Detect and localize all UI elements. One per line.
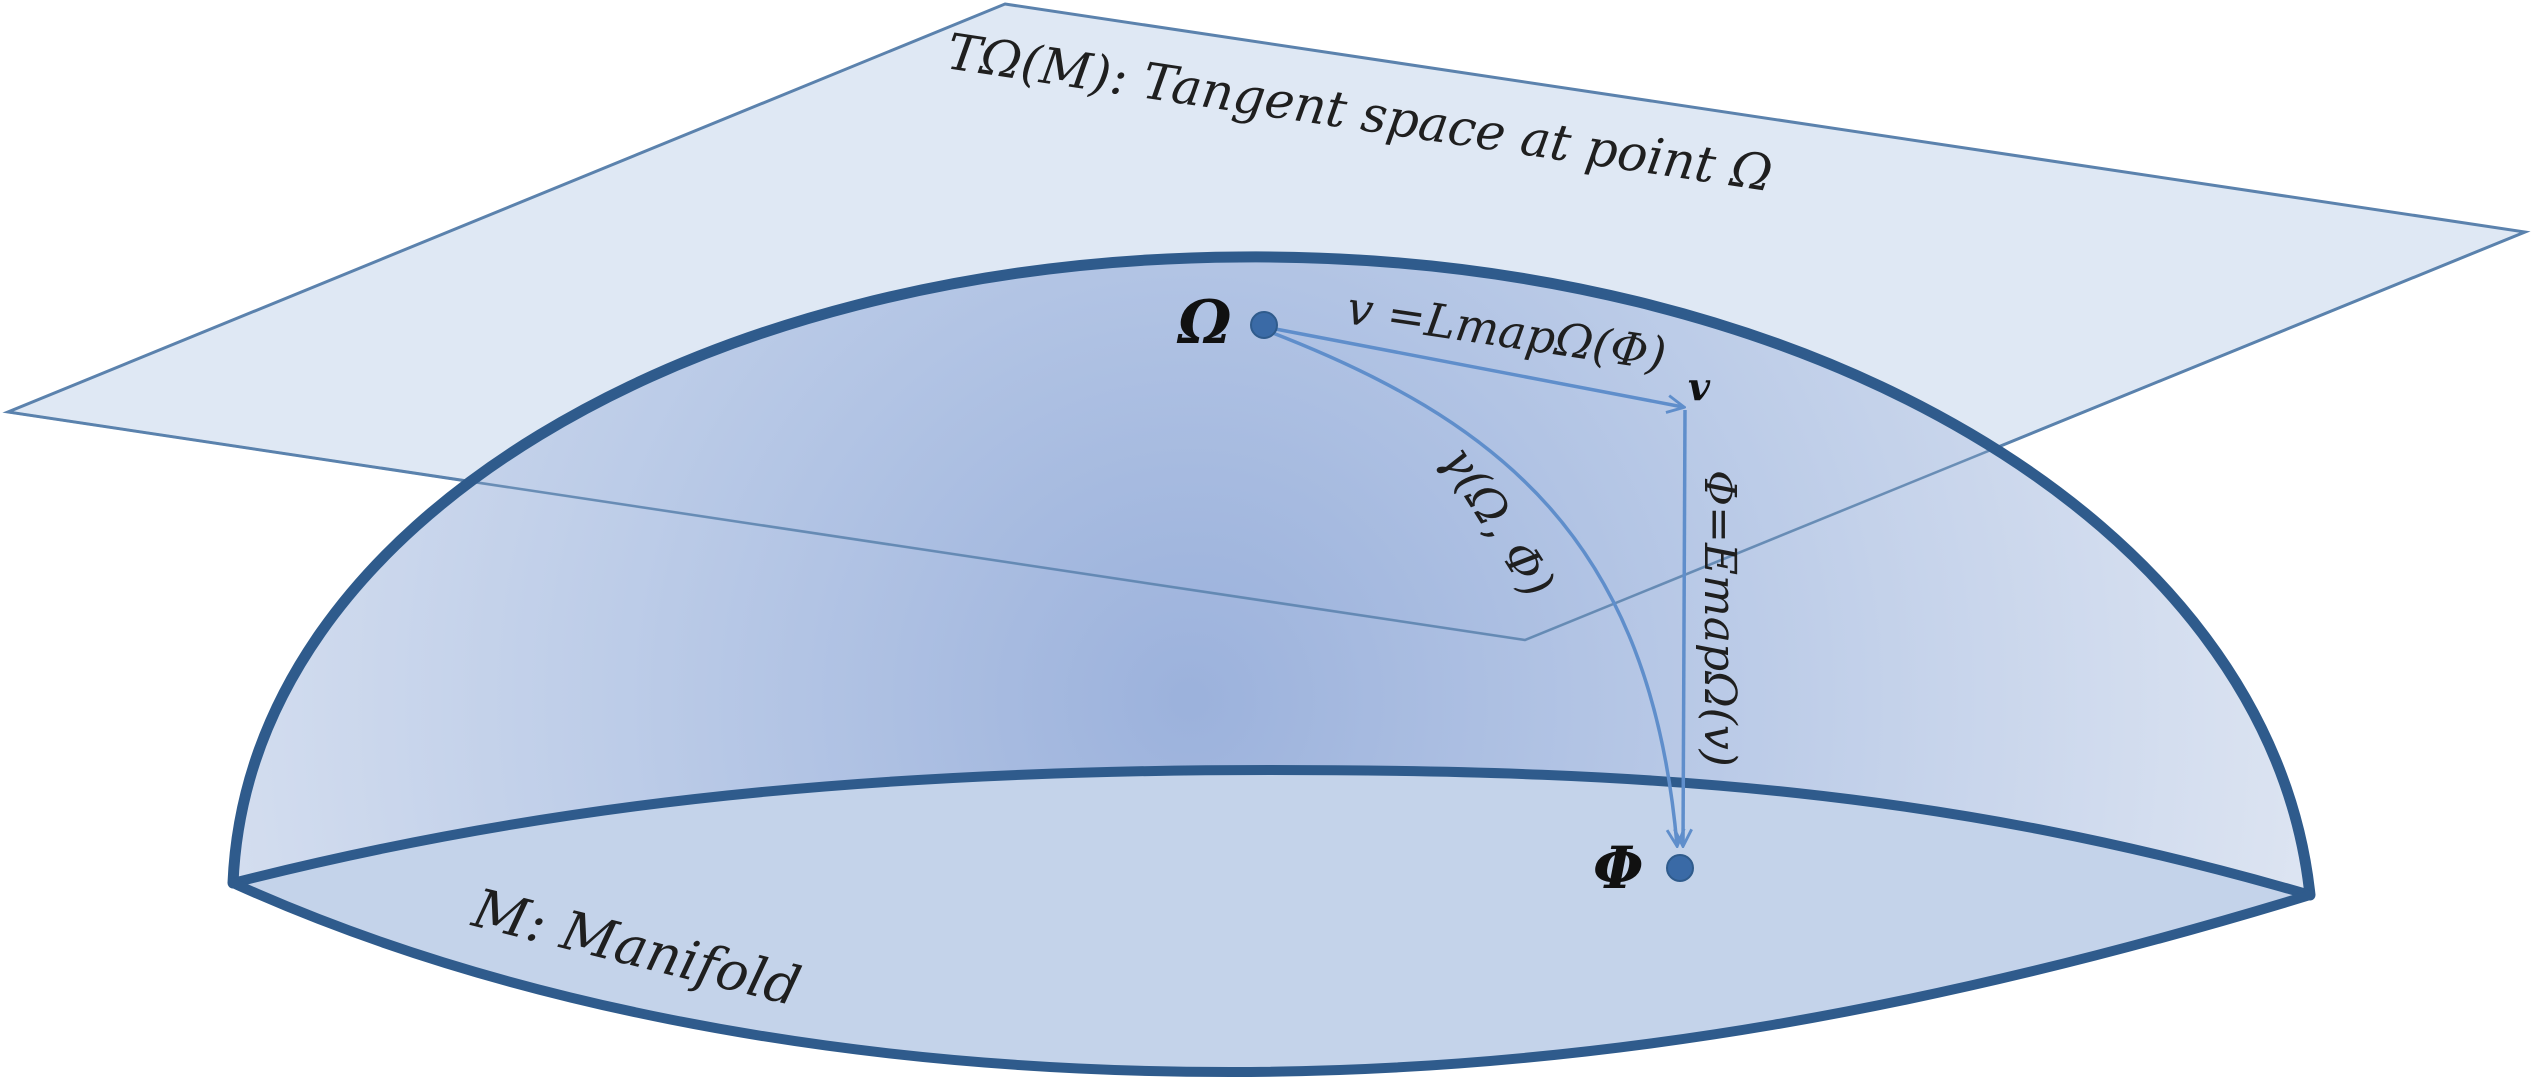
omega-label: Ω: [1176, 288, 1231, 358]
v-label: v: [1688, 364, 1711, 409]
manifold-rim-back: [228, 764, 2315, 900]
phi-point: [1666, 854, 1694, 882]
exp-map-label: Φ=EmapΩ(v): [1694, 470, 1745, 767]
manifold-dome-outline: [227, 251, 2316, 901]
manifold-base: [233, 770, 2310, 1072]
log-map-arrow: [1264, 325, 1683, 407]
geodesic-curve: [1264, 328, 1677, 845]
tangent-plane-front-edge: [7, 230, 2526, 642]
manifold-dome: [233, 256, 2310, 896]
manifold-rim-front: [228, 878, 2315, 1078]
omega-point: [1250, 311, 1278, 339]
exp-map-arrow: [1683, 409, 1685, 845]
phi-label: Φ: [1593, 834, 1644, 902]
